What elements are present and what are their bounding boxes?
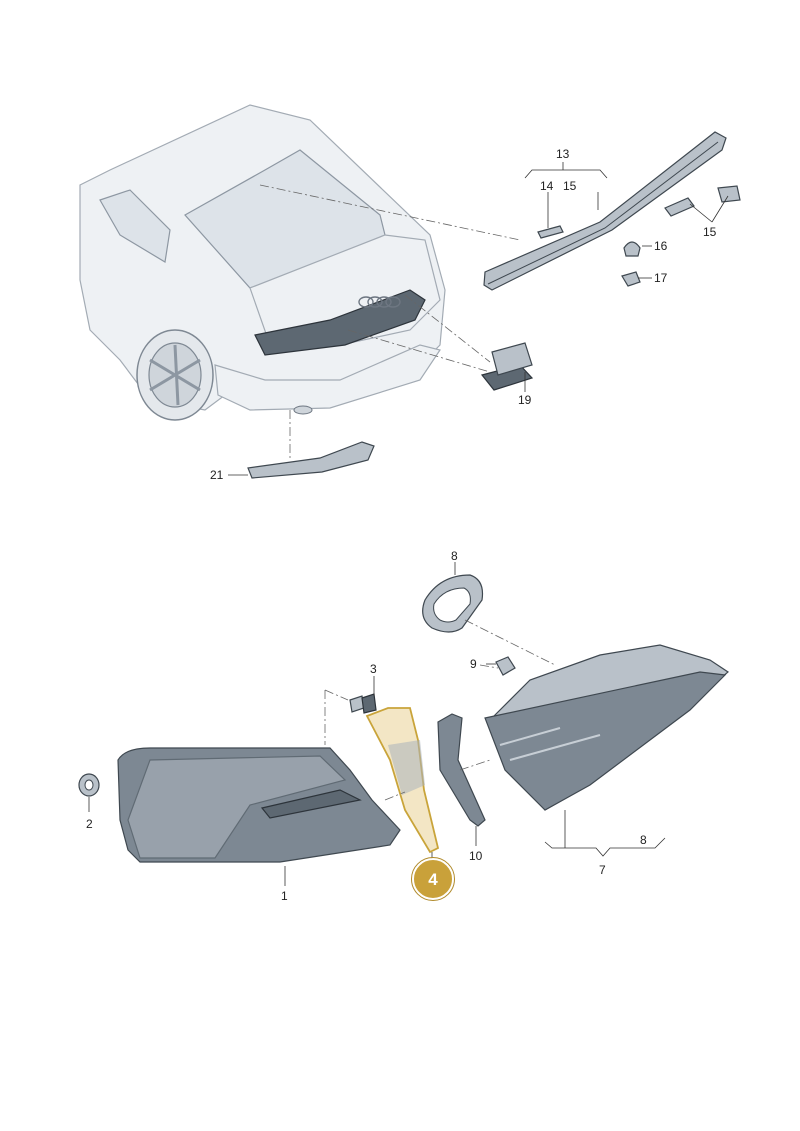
part-nut-9 [495,656,516,676]
label-13: 13 [556,147,570,161]
label-3: 3 [370,662,377,676]
part-spoiler-strip [483,131,727,291]
part-outer-lamp [117,747,401,863]
part-reflector-strip [247,441,375,479]
part-screw [349,693,377,714]
part-seal-strip [437,713,486,827]
part-inner-lamp [484,644,729,811]
label-21: 21 [210,468,224,482]
part-nut [621,271,641,287]
part-plate-light [480,342,534,391]
part-gasket [422,574,484,633]
label-2: 2 [86,817,93,831]
brand-rings-logo [358,296,401,308]
callout-number: 4 [428,870,438,889]
label-17: 17 [654,271,668,285]
label-14: 14 [540,179,554,193]
part-washer [78,773,100,797]
label-10: 10 [469,849,483,863]
label-15-b: 15 [703,225,717,239]
label-16: 16 [654,239,668,253]
callout-badge: 4 [411,857,455,901]
label-8-top: 8 [451,549,458,563]
label-15-a: 15 [563,179,577,193]
part-cap-b [717,185,741,203]
part-cap-a [664,197,695,217]
wheel [136,329,214,421]
label-7: 7 [599,863,606,877]
label-19: 19 [518,393,532,407]
label-9: 9 [470,657,477,671]
label-1: 1 [281,889,288,903]
part-grommet [623,241,641,257]
car-rear-illustration [79,104,446,421]
part-clip [537,225,564,239]
label-8-bottom: 8 [640,833,647,847]
